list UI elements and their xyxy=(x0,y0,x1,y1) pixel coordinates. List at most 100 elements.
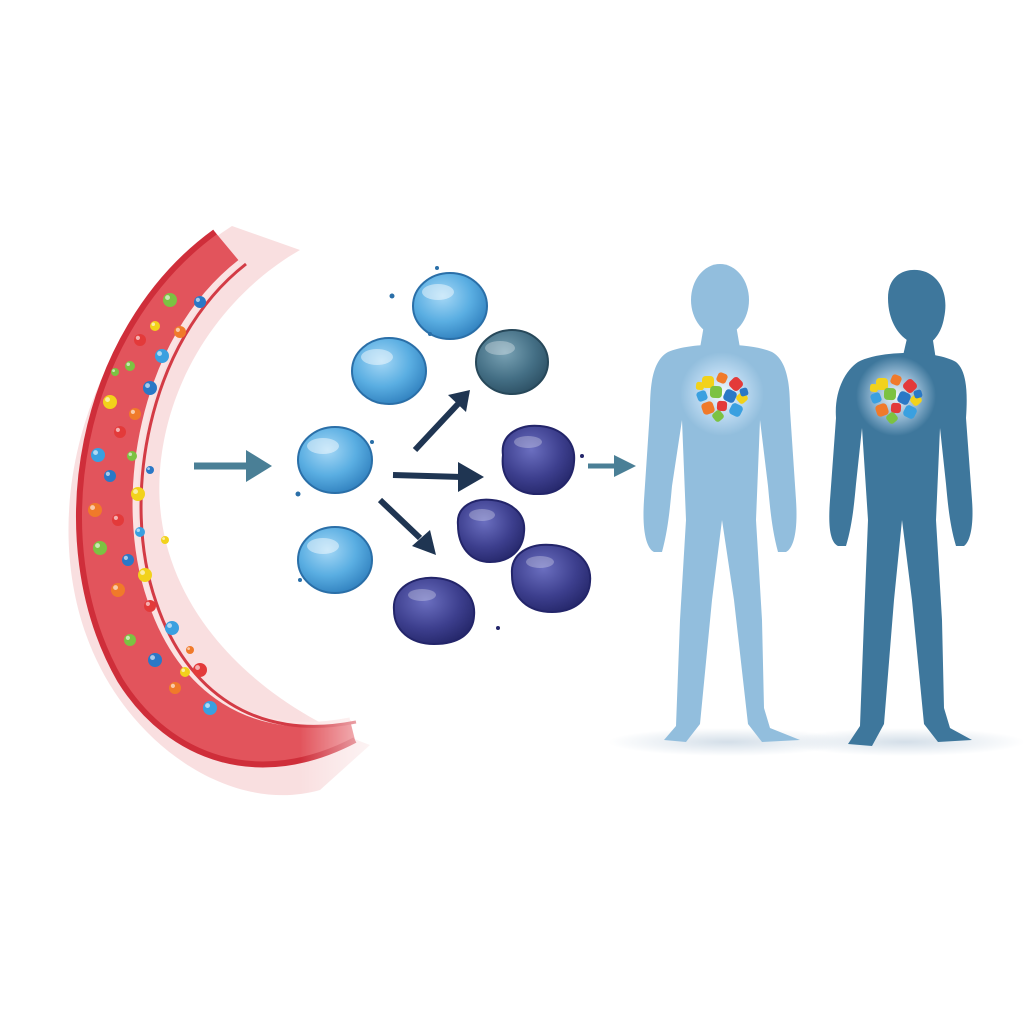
blood-particle xyxy=(148,653,162,667)
cluster-cell xyxy=(712,410,724,422)
cluster-cell xyxy=(729,377,743,391)
particle-highlight xyxy=(135,335,140,340)
particle-highlight xyxy=(133,489,138,494)
cluster-cell xyxy=(890,374,902,386)
human-figure-light xyxy=(643,264,800,742)
cluster-cell xyxy=(883,387,897,401)
particle-highlight xyxy=(105,397,111,402)
blood-vessel xyxy=(68,200,410,820)
vessel-wall-inner xyxy=(139,262,357,728)
blood-particle xyxy=(138,568,152,582)
particle-highlight xyxy=(112,369,115,372)
human-figures xyxy=(608,264,1024,756)
cluster-cell xyxy=(875,403,889,417)
blood-particle xyxy=(131,487,145,501)
progenitor-cell-group xyxy=(295,266,488,594)
intermediate-cell xyxy=(475,329,549,395)
cluster-cell xyxy=(701,401,715,415)
blood-particle xyxy=(180,667,190,677)
cluster-cell xyxy=(723,389,737,403)
blood-particle xyxy=(93,541,107,555)
arrow-head xyxy=(246,450,272,482)
blood-particle xyxy=(134,334,146,346)
differentiation-arrows xyxy=(377,390,484,555)
blood-particles xyxy=(88,293,217,715)
particle-highlight xyxy=(140,570,145,575)
particle-highlight xyxy=(113,585,119,590)
particle-highlight xyxy=(126,362,130,366)
cluster-cell xyxy=(890,402,902,414)
particle-highlight xyxy=(150,655,155,660)
particle-highlight xyxy=(130,409,135,414)
differentiated-cell-group xyxy=(392,329,592,646)
cluster-cell xyxy=(739,387,749,397)
blood-particle xyxy=(165,621,179,635)
mature-cell xyxy=(456,498,526,564)
blood-particle xyxy=(111,583,125,597)
cluster-cell xyxy=(695,381,705,391)
cell-debris xyxy=(295,266,439,582)
heart-glow xyxy=(856,356,936,436)
blood-particle xyxy=(194,296,206,308)
progenitor-cell xyxy=(297,426,373,494)
cluster-cell xyxy=(903,379,917,393)
blood-particle xyxy=(114,426,126,438)
particle-highlight xyxy=(123,555,128,561)
blood-particle xyxy=(124,634,136,646)
blood-particle xyxy=(169,682,181,694)
blood-particle xyxy=(146,466,154,474)
cluster-cell xyxy=(876,378,888,390)
particle-highlight xyxy=(93,450,99,455)
cluster-cell xyxy=(903,405,917,419)
vessel-lumen xyxy=(79,232,355,765)
particle-highlight xyxy=(145,383,150,388)
blood-particle xyxy=(186,646,194,654)
blood-particle xyxy=(125,361,135,371)
progenitor-cell xyxy=(297,526,373,594)
particle-highlight xyxy=(145,601,150,607)
blood-particle xyxy=(104,470,116,482)
particle-highlight xyxy=(195,297,200,302)
particle-highlight xyxy=(167,623,172,628)
blood-particle xyxy=(135,527,145,537)
particle-highlight xyxy=(205,703,210,708)
cluster-cell xyxy=(870,392,882,404)
blood-particle xyxy=(112,514,124,526)
cluster-cell xyxy=(869,383,879,393)
particle-highlight xyxy=(175,327,180,332)
arrow-cells-to-figures xyxy=(588,455,636,477)
heart-glow xyxy=(680,352,764,436)
arrow-up-right xyxy=(412,390,470,453)
particle-highlight xyxy=(113,515,118,521)
arrow-vessel-to-cells xyxy=(194,450,272,482)
blood-particle xyxy=(203,701,217,715)
cell-cluster-dark-figure xyxy=(869,374,923,424)
arrow-down-right xyxy=(377,497,436,555)
figure-shadow xyxy=(785,728,1024,756)
blood-particle xyxy=(143,381,157,395)
mature-cell xyxy=(501,424,576,496)
particle-highlight xyxy=(170,683,175,689)
blood-particle xyxy=(122,554,134,566)
particle-highlight xyxy=(115,427,120,432)
particle-highlight xyxy=(136,528,140,532)
blood-particle xyxy=(150,321,160,331)
particle-highlight xyxy=(187,647,191,650)
cell-cluster-light-figure xyxy=(695,372,749,422)
cell-debris-dark xyxy=(496,454,584,630)
cluster-cell xyxy=(709,385,723,399)
progenitor-cell xyxy=(412,272,488,340)
blood-particle xyxy=(103,395,117,409)
cluster-cell xyxy=(716,400,728,412)
arrow-right xyxy=(392,462,484,492)
cluster-cell xyxy=(696,390,708,402)
particle-highlight xyxy=(105,471,110,476)
cluster-cell xyxy=(897,391,911,405)
particle-highlight xyxy=(181,668,185,672)
blood-particle xyxy=(111,368,119,376)
figure-shadow xyxy=(608,728,848,756)
blood-particle xyxy=(129,408,141,420)
cluster-cell xyxy=(886,412,898,424)
